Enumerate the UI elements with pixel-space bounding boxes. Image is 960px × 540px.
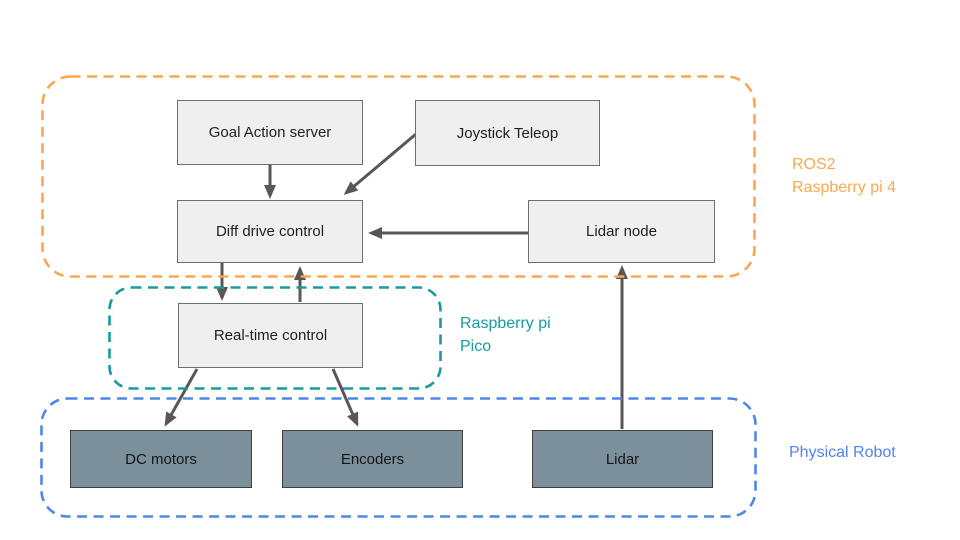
- node-lidar-node: Lidar node: [528, 200, 715, 263]
- edge-joystick-to-diffdrive: [343, 132, 417, 195]
- node-goal-action-server: Goal Action server: [177, 100, 363, 165]
- node-label: Diff drive control: [215, 223, 325, 240]
- node-realtime-control: Real-time control: [178, 303, 363, 368]
- ros2-group-outline: [41, 75, 756, 278]
- edge-realtime-to-encoders: [331, 368, 359, 427]
- node-label: Real-time control: [213, 327, 328, 344]
- node-diff-drive-control: Diff drive control: [177, 200, 363, 263]
- pico-group-outline: [108, 286, 442, 390]
- node-label: Goal Action server: [208, 124, 332, 141]
- node-label: DC motors: [125, 450, 197, 468]
- node-joystick-teleop: Joystick Teleop: [415, 100, 600, 166]
- node-label: Lidar: [605, 450, 640, 468]
- edge-realtime-to-dcmotors: [164, 368, 199, 427]
- node-label: Joystick Teleop: [456, 124, 559, 142]
- node-label: Lidar node: [586, 223, 657, 240]
- ros2-group-label: ROS2 Raspberry pi 4: [792, 156, 897, 196]
- node-lidar: Lidar: [532, 430, 713, 488]
- robot-group-label: Physical Robot: [789, 444, 896, 461]
- robot-group-outline: [40, 397, 757, 518]
- node-label: Encoders: [340, 450, 405, 468]
- pico-group-label: Raspberry pi Pico: [460, 315, 551, 355]
- node-encoders: Encoders: [282, 430, 463, 488]
- node-dc-motors: DC motors: [70, 430, 252, 488]
